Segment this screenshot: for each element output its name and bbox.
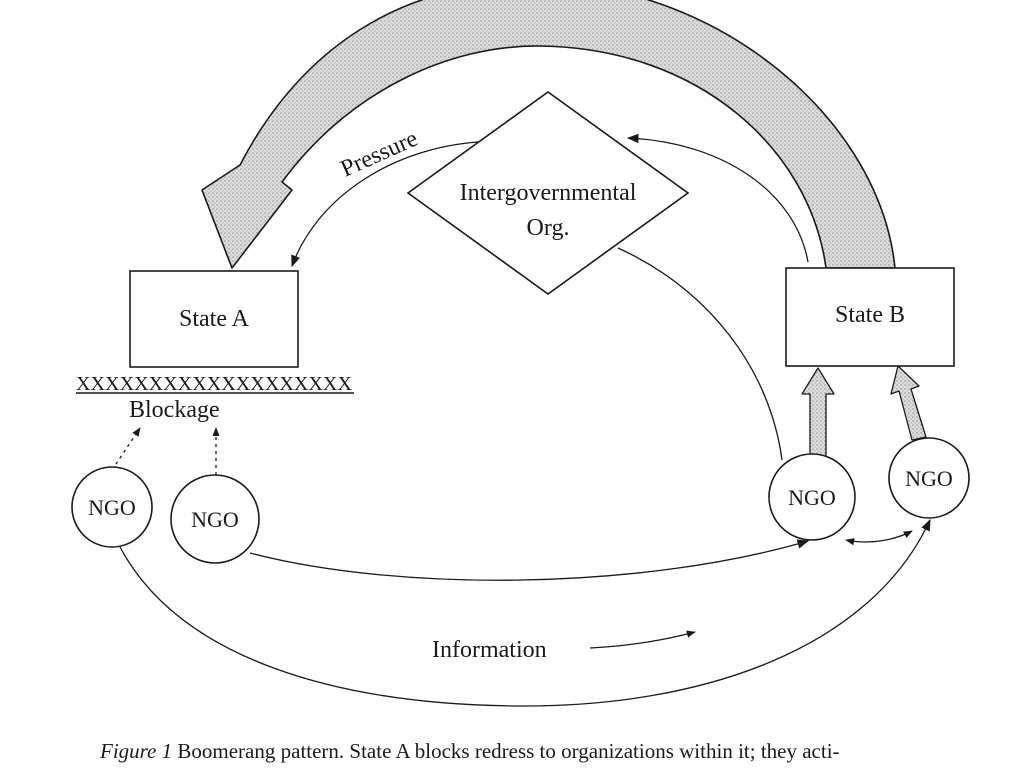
ngo-circle-4 <box>888 437 970 519</box>
state-a-box <box>129 270 299 368</box>
ngo-label-1: NGO <box>88 495 136 520</box>
ngo-label-3: NGO <box>788 485 836 510</box>
ngo-circle-1 <box>71 466 153 548</box>
blockage-marks: XXXXXXXXXXXXXXXXXXX <box>76 373 353 395</box>
igo-to-ngo-line <box>617 247 783 461</box>
pressure-arrow <box>291 141 479 268</box>
ngo-circle-3 <box>768 453 856 541</box>
pressure-label: Pressure <box>337 126 422 183</box>
ngo3-to-state-b-arrow <box>801 367 835 457</box>
igo-diamond <box>406 91 690 295</box>
ngo1-to-ngo4-arrow <box>119 518 931 707</box>
boomerang-shaded-arrow <box>201 0 896 269</box>
ngo-label-2: NGO <box>191 507 239 532</box>
state-a-label: State A <box>179 306 250 332</box>
boomerang-diagram: State A State B Intergovernmental Org. P… <box>71 0 970 707</box>
ngo1-blocked-arrow <box>111 427 141 471</box>
ngo-label-4: NGO <box>905 466 953 491</box>
ngo-circle-2 <box>170 474 260 564</box>
information-arrow <box>589 630 696 649</box>
state-b-box <box>785 267 955 367</box>
state-b-label: State B <box>835 302 905 328</box>
ngo3-ngo4-link-arrow <box>845 530 913 546</box>
igo-label-line2: Org. <box>527 215 570 241</box>
caption-text: Boomerang pattern. State A blocks redres… <box>177 739 840 763</box>
ngo4-to-state-b-arrow <box>890 365 927 441</box>
information-label: Information <box>432 637 547 663</box>
figure-caption: Figure 1 Boomerang pattern. State A bloc… <box>100 738 1020 764</box>
igo-label-line1: Intergovernmental <box>460 180 637 206</box>
ngo2-to-ngo3-arrow <box>249 539 810 581</box>
state-b-to-igo-arrow <box>626 133 809 263</box>
figure-number: Figure 1 <box>100 739 173 763</box>
blockage-label: Blockage <box>129 397 220 423</box>
